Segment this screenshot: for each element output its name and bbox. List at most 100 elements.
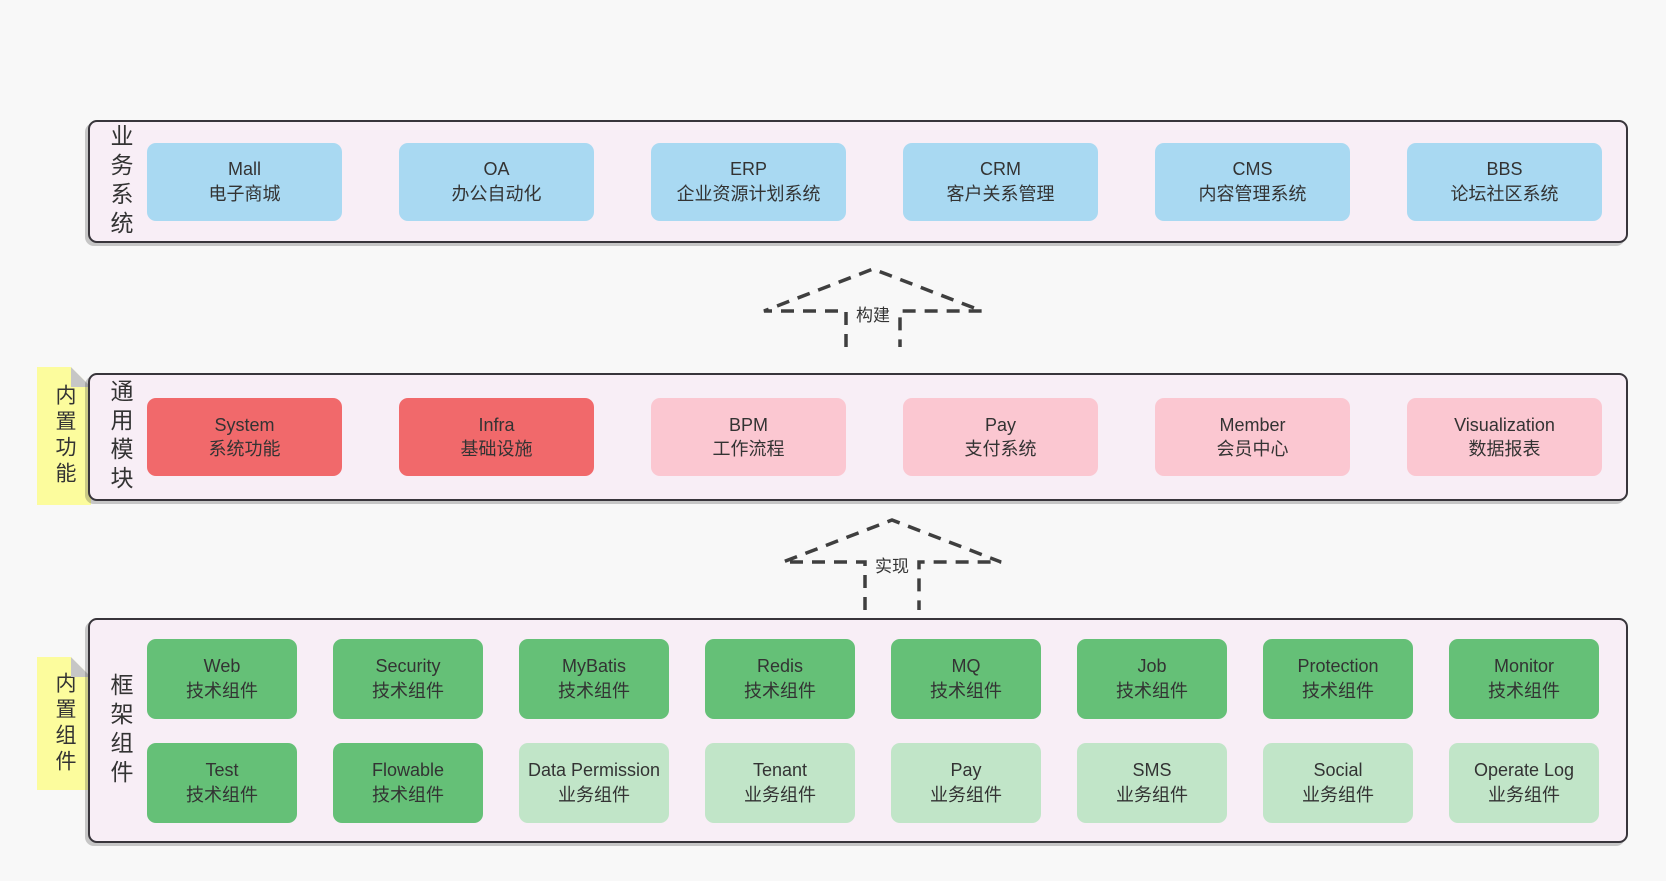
box-protection: Protection 技术组件 xyxy=(1263,638,1413,719)
box-mybatis: MyBatis 技术组件 xyxy=(519,638,669,719)
box-title: Pay xyxy=(950,760,982,781)
band-label: 业务系统 xyxy=(107,123,133,240)
box-subtitle: 业务组件 xyxy=(1116,784,1188,805)
box-subtitle: 技术组件 xyxy=(1116,680,1188,701)
band-label: 通用模块 xyxy=(107,379,133,495)
box-subtitle: 电子商城 xyxy=(208,183,281,204)
box-job: Job 技术组件 xyxy=(1077,638,1227,719)
box-pay: Pay 业务组件 xyxy=(891,742,1041,823)
sticky-tab-label: 内置功能 xyxy=(53,384,76,488)
box-title: Security xyxy=(375,656,441,677)
box-sms: SMS 业务组件 xyxy=(1077,742,1227,823)
box-infra: Infra 基础设施 xyxy=(399,398,594,476)
box-title: Data Permission xyxy=(527,760,661,781)
box-subtitle: 支付系统 xyxy=(964,439,1037,459)
box-title: Flowable xyxy=(371,760,445,781)
box-subtitle: 系统功能 xyxy=(208,439,281,459)
box-system: System 系统功能 xyxy=(147,398,342,476)
box-monitor: Monitor 技术组件 xyxy=(1449,638,1599,719)
box-title: Tenant xyxy=(752,760,808,781)
box-title: CMS xyxy=(1232,159,1273,180)
box-title: OA xyxy=(483,159,510,180)
box-title: Operate Log xyxy=(1473,760,1575,781)
box-tenant: Tenant 业务组件 xyxy=(705,742,855,823)
box-subtitle: 技术组件 xyxy=(372,784,444,805)
box-bpm: BPM 工作流程 xyxy=(651,398,846,476)
sticky-tab-label: 内置组件 xyxy=(53,671,76,776)
box-title: Redis xyxy=(756,656,804,677)
box-cms: CMS 内容管理系统 xyxy=(1155,142,1350,221)
box-subtitle: 内容管理系统 xyxy=(1198,183,1307,204)
box-title: ERP xyxy=(729,159,767,180)
box-subtitle: 业务组件 xyxy=(558,784,630,805)
box-title: Member xyxy=(1219,414,1286,435)
band-boxes: Mall 电子商城 OA 办公自动化 ERP 企业资源计划系统 CRM 客户关系管理 CMS 内容… xyxy=(147,122,1626,241)
box-subtitle: 技术组件 xyxy=(186,784,258,805)
box-subtitle: 办公自动化 xyxy=(451,183,542,204)
box-mall: Mall 电子商城 xyxy=(147,142,342,221)
arrow-implement: 实现 xyxy=(777,514,1007,610)
box-title: BPM xyxy=(728,414,768,435)
box-title: Visualization xyxy=(1454,414,1555,435)
box-data-permission: Data Permission 业务组件 xyxy=(519,742,669,823)
box-subtitle: 技术组件 xyxy=(186,680,258,701)
box-title: Test xyxy=(205,760,239,781)
box-subtitle: 业务组件 xyxy=(1488,784,1560,805)
band-common-modules: 通用模块 System 系统功能 Infra 基础设施 BPM 工作流程 Pay 支付系统 Me… xyxy=(88,373,1628,501)
box-subtitle: 数据报表 xyxy=(1468,439,1541,459)
arrow-label: 构建 xyxy=(853,301,893,326)
box-subtitle: 工作流程 xyxy=(712,439,785,459)
box-title: Social xyxy=(1313,760,1363,781)
box-subtitle: 业务组件 xyxy=(1302,784,1374,805)
box-test: Test 技术组件 xyxy=(147,742,297,823)
box-subtitle: 业务组件 xyxy=(744,784,816,805)
box-title: SMS xyxy=(1132,760,1172,781)
arrow-label: 实现 xyxy=(872,552,912,577)
box-title: CRM xyxy=(980,159,1021,180)
box-social: Social 业务组件 xyxy=(1263,742,1413,823)
box-flowable: Flowable 技术组件 xyxy=(333,742,483,823)
band-boxes: System 系统功能 Infra 基础设施 BPM 工作流程 Pay 支付系统 Member 会… xyxy=(147,375,1626,499)
box-subtitle: 技术组件 xyxy=(930,680,1002,701)
box-pay: Pay 支付系统 xyxy=(903,398,1098,476)
box-operate-log: Operate Log 业务组件 xyxy=(1449,742,1599,823)
sticky-tab-built-in-components: 内置组件 xyxy=(37,657,91,790)
box-subtitle: 技术组件 xyxy=(1488,680,1560,701)
box-member: Member 会员中心 xyxy=(1155,398,1350,476)
band-framework-components: 框架组件 Web 技术组件 Security 技术组件 MyBatis 技术组件 Redis… xyxy=(88,618,1628,843)
box-subtitle: 技术组件 xyxy=(1302,680,1374,701)
box-crm: CRM 客户关系管理 xyxy=(903,142,1098,221)
sticky-tab-built-in-features: 内置功能 xyxy=(37,367,91,505)
box-title: Pay xyxy=(984,414,1017,435)
box-title: System xyxy=(214,414,275,435)
box-title: MyBatis xyxy=(561,656,626,677)
box-title: Protection xyxy=(1297,656,1379,677)
box-subtitle: 会员中心 xyxy=(1216,439,1289,459)
box-subtitle: 客户关系管理 xyxy=(946,183,1055,204)
box-oa: OA 办公自动化 xyxy=(399,142,594,221)
box-bbs: BBS 论坛社区系统 xyxy=(1407,142,1602,221)
box-erp: ERP 企业资源计划系统 xyxy=(651,142,846,221)
box-subtitle: 技术组件 xyxy=(372,680,444,701)
arrow-build: 构建 xyxy=(758,263,988,347)
box-title: MQ xyxy=(951,656,981,677)
band-label: 框架组件 xyxy=(107,672,133,789)
box-subtitle: 业务组件 xyxy=(930,784,1002,805)
box-title: Infra xyxy=(478,414,515,435)
band-business-systems: 业务系统 Mall 电子商城 OA 办公自动化 ERP 企业资源计划系统 CRM 客户关系管理… xyxy=(88,120,1628,243)
box-title: Mall xyxy=(227,159,261,180)
box-title: BBS xyxy=(1486,159,1523,180)
box-subtitle: 技术组件 xyxy=(558,680,630,701)
box-subtitle: 基础设施 xyxy=(460,439,533,459)
box-title: Monitor xyxy=(1493,656,1555,677)
dashed-up-arrow-icon xyxy=(782,518,1002,610)
box-title: Job xyxy=(1137,656,1167,677)
box-web: Web 技术组件 xyxy=(147,638,297,719)
box-security: Security 技术组件 xyxy=(333,638,483,719)
box-subtitle: 企业资源计划系统 xyxy=(676,183,821,204)
box-visualization: Visualization 数据报表 xyxy=(1407,398,1602,476)
box-title: Web xyxy=(203,656,241,677)
box-subtitle: 论坛社区系统 xyxy=(1450,183,1559,204)
